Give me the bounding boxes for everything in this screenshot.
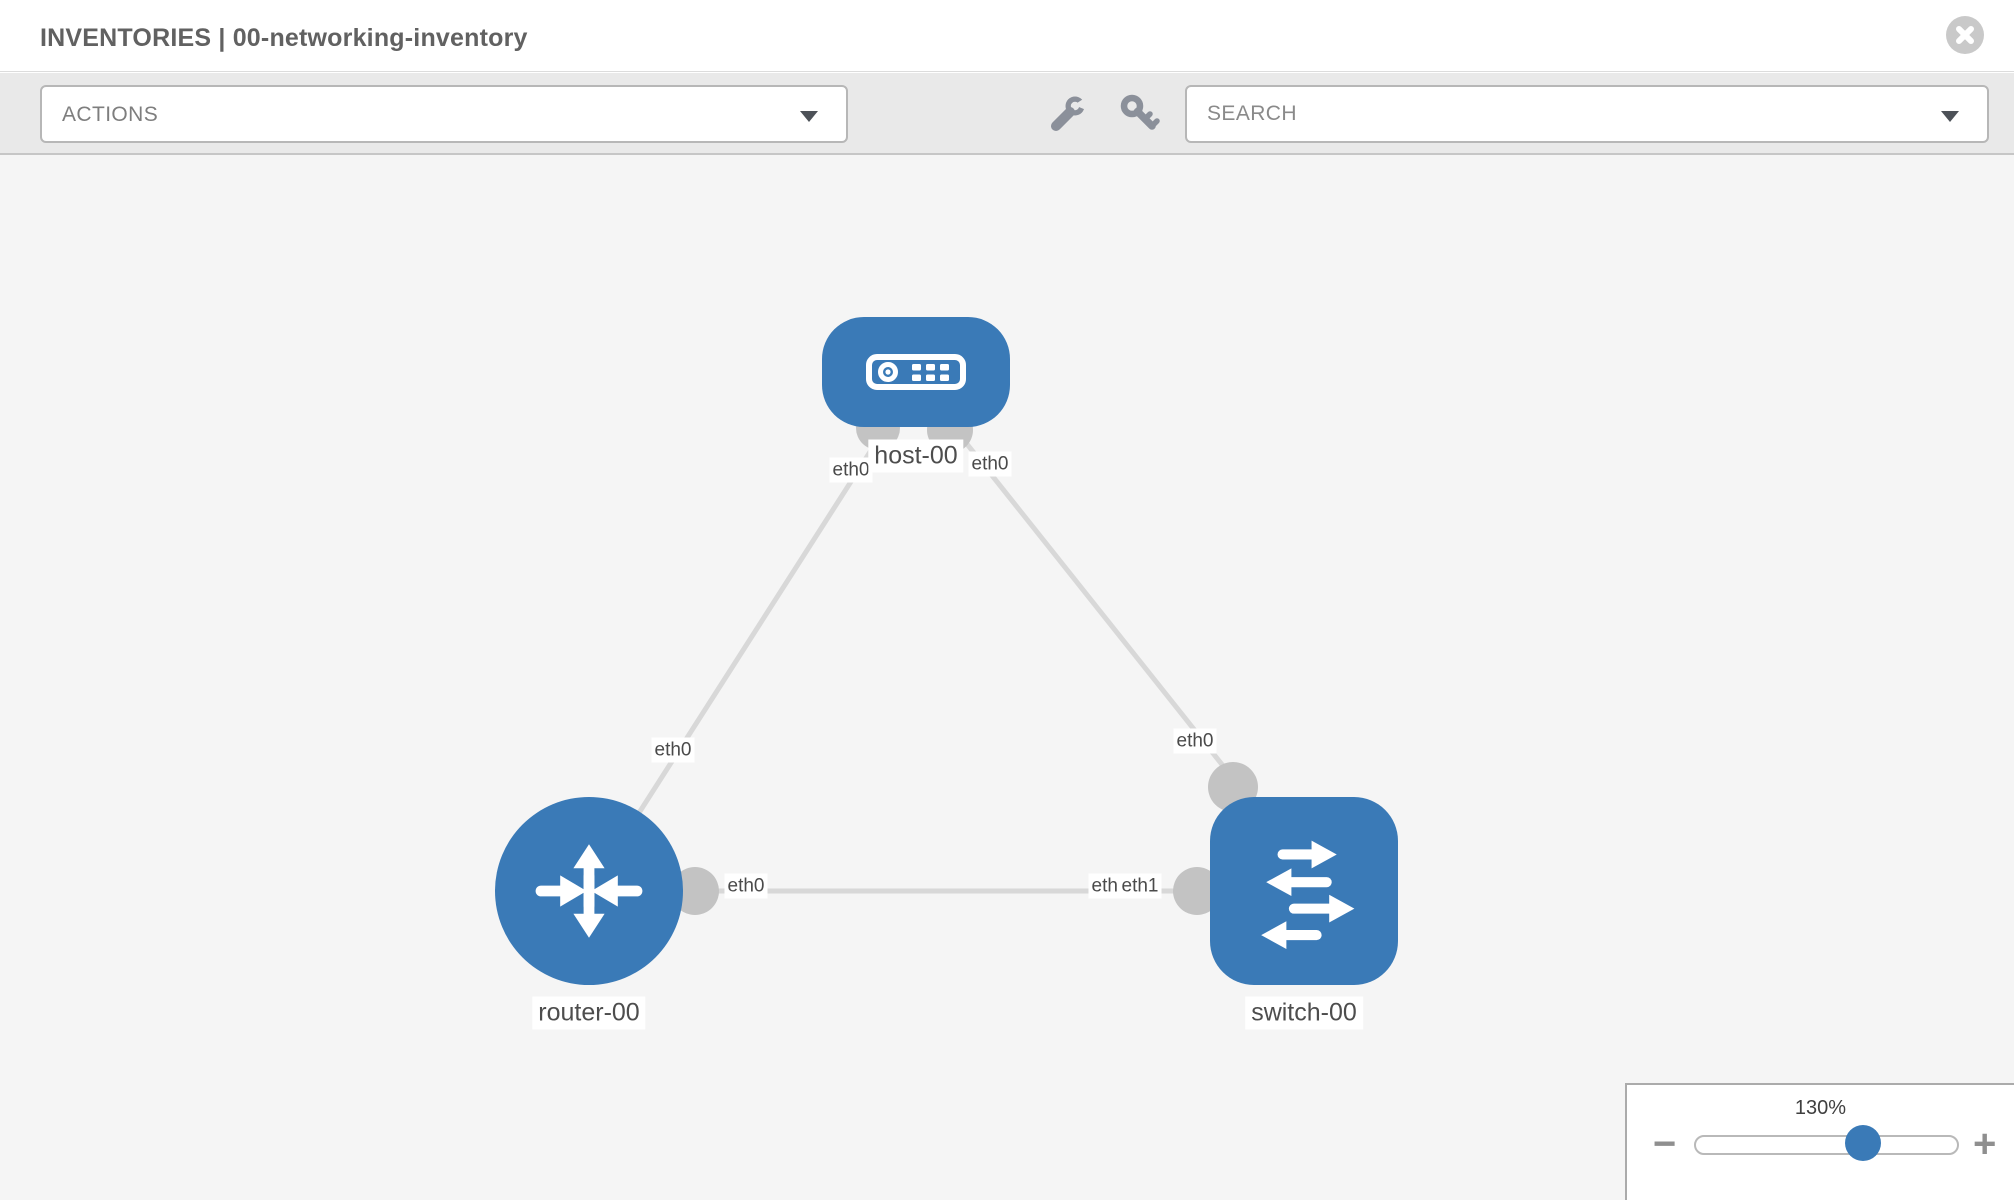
- interface-bubble-router-eth0[interactable]: [671, 867, 719, 915]
- interface-label-router-eth0: eth0: [724, 873, 768, 899]
- node-label-host-00: host-00: [868, 439, 964, 473]
- interface-label-host-eth0-right: eth0: [968, 451, 1012, 477]
- router-icon: [535, 844, 643, 938]
- close-icon: [1956, 26, 1974, 44]
- interface-bubble-switch-eth1[interactable]: [1173, 867, 1221, 915]
- topology-canvas[interactable]: [0, 155, 2014, 1200]
- chevron-down-icon: [800, 111, 818, 122]
- node-label-router-00: router-00: [532, 996, 646, 1030]
- wrench-icon: [1051, 95, 1089, 131]
- actions-dropdown[interactable]: ACTIONS: [40, 85, 848, 143]
- interface-label-host-eth0-left: eth0: [829, 457, 873, 483]
- zoom-slider-thumb[interactable]: [1845, 1125, 1881, 1161]
- search-dropdown[interactable]: [1185, 85, 1989, 143]
- node-router-00[interactable]: [495, 797, 683, 985]
- key-button[interactable]: [1112, 73, 1168, 155]
- zoom-panel: 130% − +: [1625, 1083, 2014, 1200]
- actions-dropdown-label: ACTIONS: [62, 103, 159, 126]
- host-icon: [866, 354, 966, 390]
- node-label-switch-00: switch-00: [1245, 996, 1363, 1030]
- zoom-slider-track[interactable]: [1694, 1135, 1959, 1155]
- toolbar: ACTIONS: [0, 73, 2014, 155]
- interface-label-switch-eth0-top: eth0: [1173, 728, 1217, 754]
- zoom-level-text: 130%: [1794, 1097, 1847, 1119]
- tools-button[interactable]: [1040, 73, 1096, 155]
- key-icon: [1120, 94, 1160, 130]
- zoom-out-button[interactable]: −: [1653, 1122, 1677, 1166]
- close-button[interactable]: [1946, 16, 1984, 54]
- search-input[interactable]: [1187, 87, 1987, 141]
- node-host-00[interactable]: [822, 317, 1010, 427]
- node-switch-00[interactable]: [1210, 797, 1398, 985]
- zoom-in-button[interactable]: +: [1973, 1122, 1997, 1166]
- interface-label-switch-eth1: eth1: [1118, 873, 1162, 899]
- page-title: INVENTORIES | 00-networking-inventory: [40, 24, 528, 52]
- chevron-down-icon: [1941, 111, 1959, 122]
- header: INVENTORIES | 00-networking-inventory: [0, 0, 2014, 72]
- switch-icon: [1261, 840, 1355, 949]
- interface-label-router-eth0-top: eth0: [651, 737, 695, 763]
